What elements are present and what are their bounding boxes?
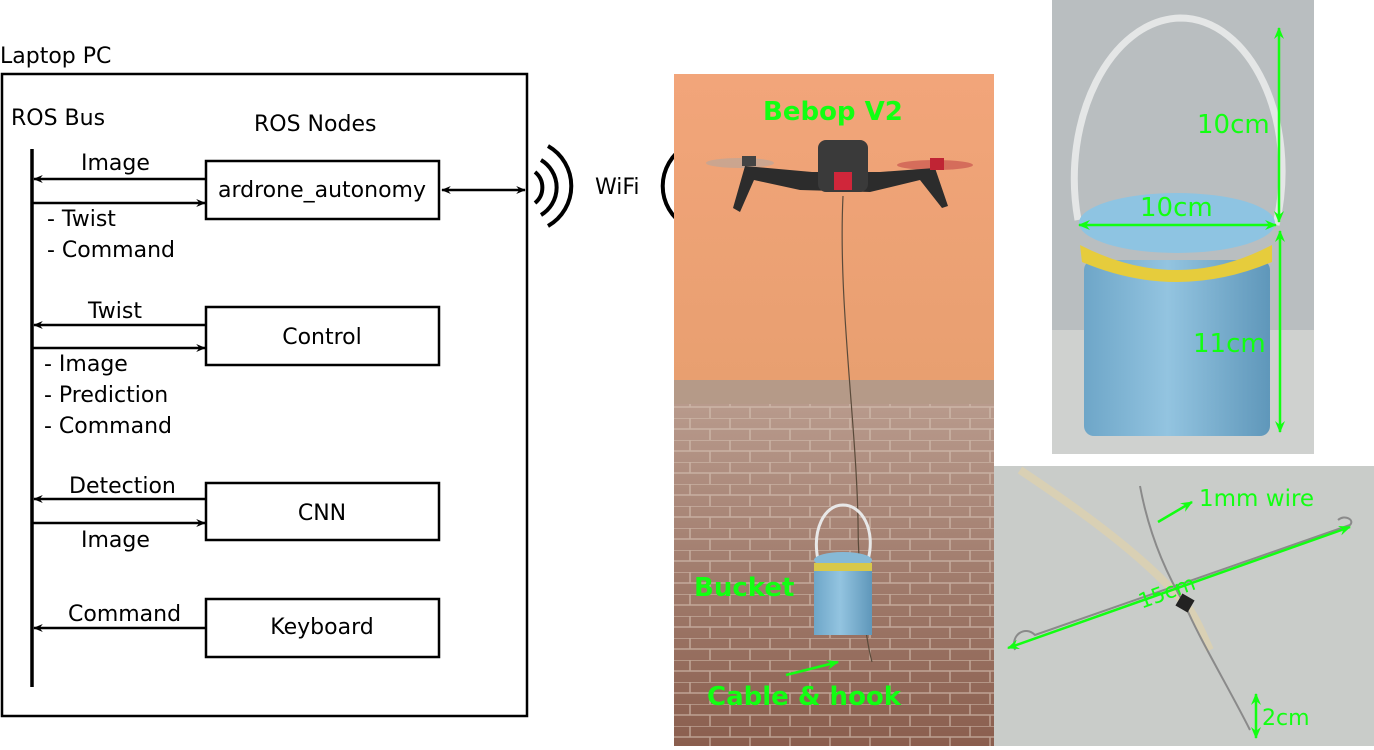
out-topic: Command: [68, 602, 181, 627]
handle-height-label: 10cm: [1197, 110, 1270, 140]
bucket-label: Bucket: [694, 573, 794, 603]
node-label: ardrone_autonomy: [218, 178, 426, 203]
in-topic: - Command: [47, 238, 175, 263]
node-control: Control Twist - Image - Prediction - Com…: [32, 299, 441, 439]
cable-label: Cable & hook: [707, 682, 902, 712]
out-topic: Image: [81, 151, 150, 176]
wall: [674, 74, 994, 384]
out-topic: Twist: [87, 299, 142, 324]
out-topic: Detection: [69, 474, 176, 499]
drone-photo: Bebop V2 Bucket Cable & hook: [674, 74, 994, 746]
laptop-frame: [0, 72, 529, 718]
laptop-title: Laptop PC: [0, 44, 111, 69]
node-label: CNN: [298, 501, 346, 526]
wire-pointer-arrow: [1157, 500, 1193, 524]
hook-size-label: 2cm: [1262, 706, 1310, 731]
bucket-band: [1080, 245, 1272, 282]
in-topic: - Image: [44, 352, 128, 377]
wifi-signal-left-icon: [533, 144, 574, 228]
drone-label: Bebop V2: [763, 97, 903, 127]
node-ardrone: ardrone_autonomy Image - Twist - Command: [32, 151, 441, 263]
nodes-label: ROS Nodes: [254, 112, 376, 137]
in-topic: - Prediction: [44, 383, 168, 408]
hook-photo: 1mm wire 15cm 2cm: [994, 466, 1374, 746]
node-keyboard: Keyboard Command: [33, 597, 441, 659]
in-topic: - Command: [44, 414, 172, 439]
bucket-icon: [814, 503, 872, 635]
drone-icon: [706, 140, 973, 212]
in-topic: Image: [81, 528, 150, 553]
node-label: Control: [282, 325, 362, 350]
node-label: Keyboard: [270, 615, 373, 640]
cable-pointer-arrow: [785, 659, 839, 677]
wifi-label: WiFi: [595, 175, 640, 200]
in-topic: - Twist: [47, 207, 116, 232]
wire-label: 1mm wire: [1199, 486, 1314, 512]
diameter-label: 10cm: [1140, 193, 1213, 223]
node-box: [204, 481, 441, 542]
bus-label: ROS Bus: [11, 106, 105, 131]
node-box: [204, 305, 441, 367]
node-cnn: CNN Detection Image: [32, 474, 441, 553]
length-arrow: [1007, 525, 1351, 650]
body-height-label: 11cm: [1193, 329, 1266, 359]
ros-diagram: Laptop PC ROS Bus ROS Nodes ardrone_auto…: [0, 44, 709, 718]
node-box: [204, 159, 441, 221]
bucket-photo: 10cm 10cm 11cm: [1052, 0, 1314, 454]
bucket-body: [1084, 260, 1270, 436]
